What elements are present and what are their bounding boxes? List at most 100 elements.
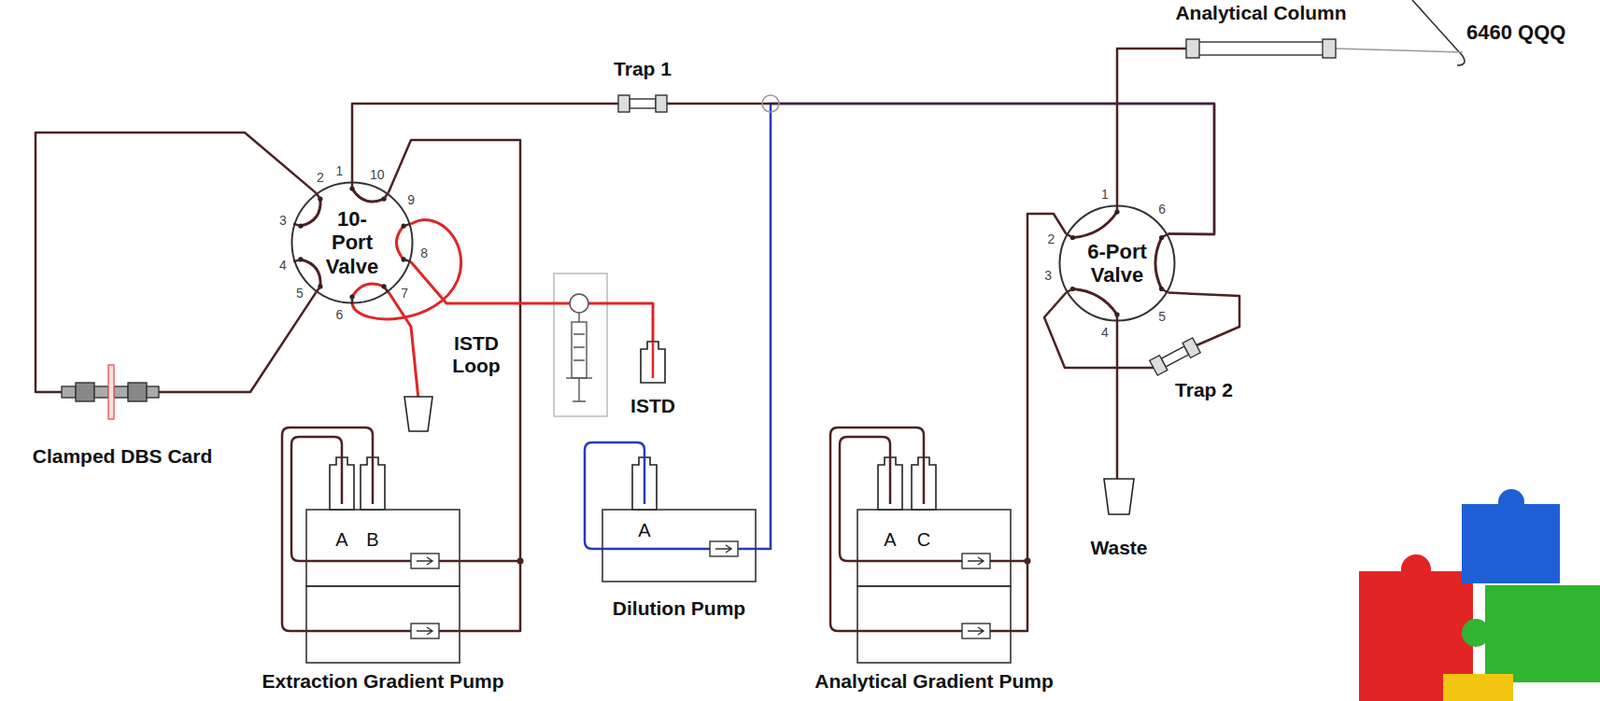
part-shape	[1161, 346, 1189, 368]
illustration-part	[1461, 619, 1490, 648]
part-shape	[403, 259, 411, 262]
pump-head	[709, 541, 738, 557]
port-number: 3	[279, 212, 287, 228]
part-shape	[61, 386, 76, 398]
node-label: A	[877, 529, 904, 552]
part-shape	[1065, 289, 1073, 294]
part-shape	[293, 224, 301, 227]
tube-connector	[1010, 213, 1066, 562]
illustration-part	[990, 561, 1028, 632]
mass-spectrometer: 6460 QQQ	[1462, 13, 1596, 55]
node-label: Trap 1	[605, 57, 680, 81]
port-number: 4	[279, 257, 287, 273]
node-label: C	[910, 529, 937, 552]
tube-connector	[35, 132, 316, 393]
part-shape	[1161, 289, 1169, 294]
port-number: 7	[400, 285, 409, 301]
part-shape	[1161, 234, 1169, 239]
node-label: 10- Port Valve	[317, 207, 387, 279]
tube-connector	[158, 292, 316, 393]
node-label: Analytical Gradient Pump	[792, 670, 1077, 694]
illustration-part	[388, 292, 419, 400]
illustration-part	[1359, 489, 1600, 701]
port-number: 6	[1158, 201, 1166, 217]
pump-head	[962, 553, 991, 569]
valve-channel	[352, 283, 384, 298]
node-label: Trap 2	[1166, 379, 1242, 402]
port-number: 9	[407, 192, 415, 208]
pump-body	[306, 509, 460, 587]
illustration-part	[762, 95, 779, 113]
part-shape	[1197, 42, 1325, 56]
node-label: Clamped DBS Card	[10, 445, 235, 468]
pump-body	[602, 509, 756, 582]
illustration-part	[830, 427, 963, 632]
port-number: 1	[336, 163, 344, 179]
part-shape	[416, 557, 433, 566]
illustration-part	[572, 378, 586, 402]
illustration-part	[737, 548, 756, 552]
illustration-part	[990, 560, 1011, 564]
analytical-column: Analytical Column	[1178, 0, 1344, 60]
illustration-part	[291, 437, 411, 562]
node-label: B	[359, 529, 386, 552]
node-label: 6460 QQQ	[1466, 20, 1594, 44]
port-number: 8	[420, 245, 428, 261]
istd-bottle: ISTD	[624, 331, 681, 425]
part-shape	[293, 259, 301, 262]
illustration-part	[1443, 674, 1514, 701]
port-number: 1	[1101, 186, 1109, 202]
port-number: 6	[336, 307, 344, 323]
part-shape	[416, 627, 433, 636]
part-shape	[75, 382, 95, 402]
part-shape	[351, 297, 354, 305]
illustration-part	[578, 312, 580, 323]
part-shape	[655, 95, 667, 113]
illustration-part	[1498, 489, 1525, 516]
dbs-card	[108, 365, 114, 420]
part-shape	[113, 386, 128, 398]
part-shape	[1182, 338, 1201, 359]
part-shape	[315, 193, 321, 199]
six-port-valve: 6-Port Valve	[1058, 204, 1176, 323]
waste-cup: Waste	[1083, 471, 1155, 566]
part-shape	[146, 386, 159, 398]
port-number: 4	[1101, 325, 1109, 340]
illustration-part	[329, 457, 936, 510]
pump-body	[857, 509, 1011, 587]
part-shape	[651, 341, 655, 379]
part-shape	[618, 95, 630, 113]
node-label: ISTD	[624, 395, 681, 418]
tube-connector	[410, 261, 653, 342]
part-shape	[127, 382, 147, 402]
valve-channel	[300, 259, 321, 287]
pump-head	[410, 623, 439, 639]
part-shape	[94, 386, 109, 398]
part-shape	[1322, 39, 1336, 58]
node-label: Waste	[1083, 537, 1155, 560]
port-number: 2	[316, 169, 325, 185]
valve-body	[292, 183, 413, 304]
illustration-part	[404, 396, 433, 432]
illustration-part	[1412, 0, 1465, 66]
trap-column: Trap 1	[605, 57, 680, 114]
gradient-pump: ABExtraction Gradient Pump	[306, 457, 460, 697]
trap-column: Trap 2	[1145, 338, 1248, 406]
part-shape	[967, 557, 984, 566]
node-label: Analytical Column	[1158, 1, 1364, 25]
valve-channel	[300, 198, 321, 227]
port-number: 5	[1158, 309, 1166, 325]
part-shape	[715, 545, 732, 553]
pump-head	[962, 623, 991, 639]
part-shape	[629, 99, 656, 109]
dilution-pump: ADilution Pump	[602, 457, 756, 626]
node-label: A	[328, 529, 355, 552]
port-number: 10	[369, 167, 385, 183]
illustration-part	[517, 558, 1032, 566]
valve-channel	[396, 226, 404, 260]
tube-connector	[1335, 48, 1463, 53]
